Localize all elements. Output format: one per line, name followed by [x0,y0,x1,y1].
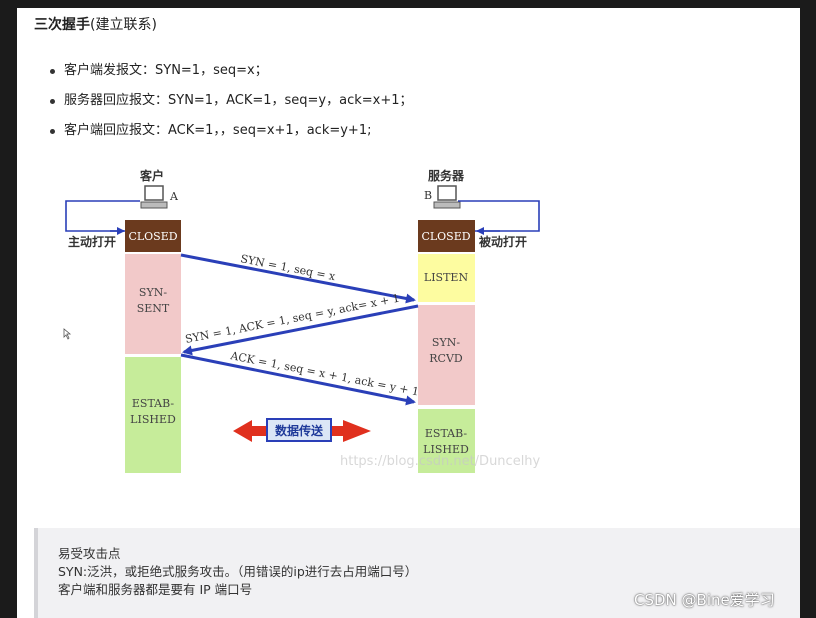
section-heading: 三次握手(建立联系) [34,14,157,34]
svg-text:RCVD: RCVD [429,352,463,365]
client-title: 客户 [139,168,164,183]
server-state-listen [418,254,475,302]
svg-text:LISTEN: LISTEN [424,271,469,284]
svg-text:ESTAB-: ESTAB- [132,397,175,410]
active-open-label: 主动打开 [68,234,116,249]
passive-open-loop [458,200,540,232]
list-item: 服务器回应报文：SYN=1，ACK=1，seq=y，ack=x+1； [50,92,413,122]
server-letter: B [424,189,432,202]
server-title: 服务器 [428,168,465,183]
svg-text:CLOSED: CLOSED [128,230,177,243]
bullet-list: 客户端发报文：SYN=1，seq=x； 服务器回应报文：SYN=1，ACK=1，… [50,62,413,152]
syn-arrow [180,253,416,304]
ack-message: ACK = 1, seq = x + 1, ack = y + 1 [228,349,420,399]
list-item: 客户端发报文：SYN=1，seq=x； [50,62,413,92]
list-item: 客户端回应报文：ACK=1，，seq=x+1，ack=y+1; [50,122,413,152]
syn-ack-arrow [182,304,419,356]
server-state-established [418,409,475,473]
server-state-closed [418,220,475,252]
client-state-syn-sent [125,254,181,354]
syn-ack-message: SYN = 1, ACK = 1, seq = y, ack= x + 1 [184,292,401,346]
client-state-closed [125,220,181,252]
svg-text:CLOSED: CLOSED [421,230,470,243]
client-computer-icon [140,185,168,209]
section-title-rest: (建立联系) [90,17,157,33]
data-transfer-arrow [233,418,371,442]
svg-text:SYN-: SYN- [139,286,167,299]
note-line-2: SYN:泛洪，或拒绝式服务攻击。（用错误的ip进行去占用端口号） [58,564,418,579]
passive-open-label: 被动打开 [479,234,527,249]
svg-text:SYN-: SYN- [432,336,460,349]
section-title-bold: 三次握手 [34,17,90,33]
client-letter: A [169,190,179,203]
data-transfer-label: 数据传送 [275,423,324,438]
note-line-1: 易受攻击点 [58,546,121,561]
client-state-established [125,357,181,473]
svg-text:SENT: SENT [137,302,170,315]
note-block: 易受攻击点 SYN:泛洪，或拒绝式服务攻击。（用错误的ip进行去占用端口号） 客… [34,528,800,618]
svg-text:LISHED: LISHED [130,413,176,426]
image-watermark: https://blog.csdn.net/Duncelhy [340,454,541,469]
svg-text:ESTAB-: ESTAB- [425,427,468,440]
server-state-syn-rcvd [418,305,475,405]
mouse-cursor-icon [63,328,72,340]
ack-arrow [180,353,416,406]
note-line-3: 客户端和服务器都是要有 IP 端口号 [58,582,253,597]
active-open-loop [65,200,140,232]
csdn-watermark: CSDN @Bine爱学习 [634,591,775,609]
svg-text:LISHED: LISHED [423,443,469,456]
server-computer-icon [433,185,461,209]
